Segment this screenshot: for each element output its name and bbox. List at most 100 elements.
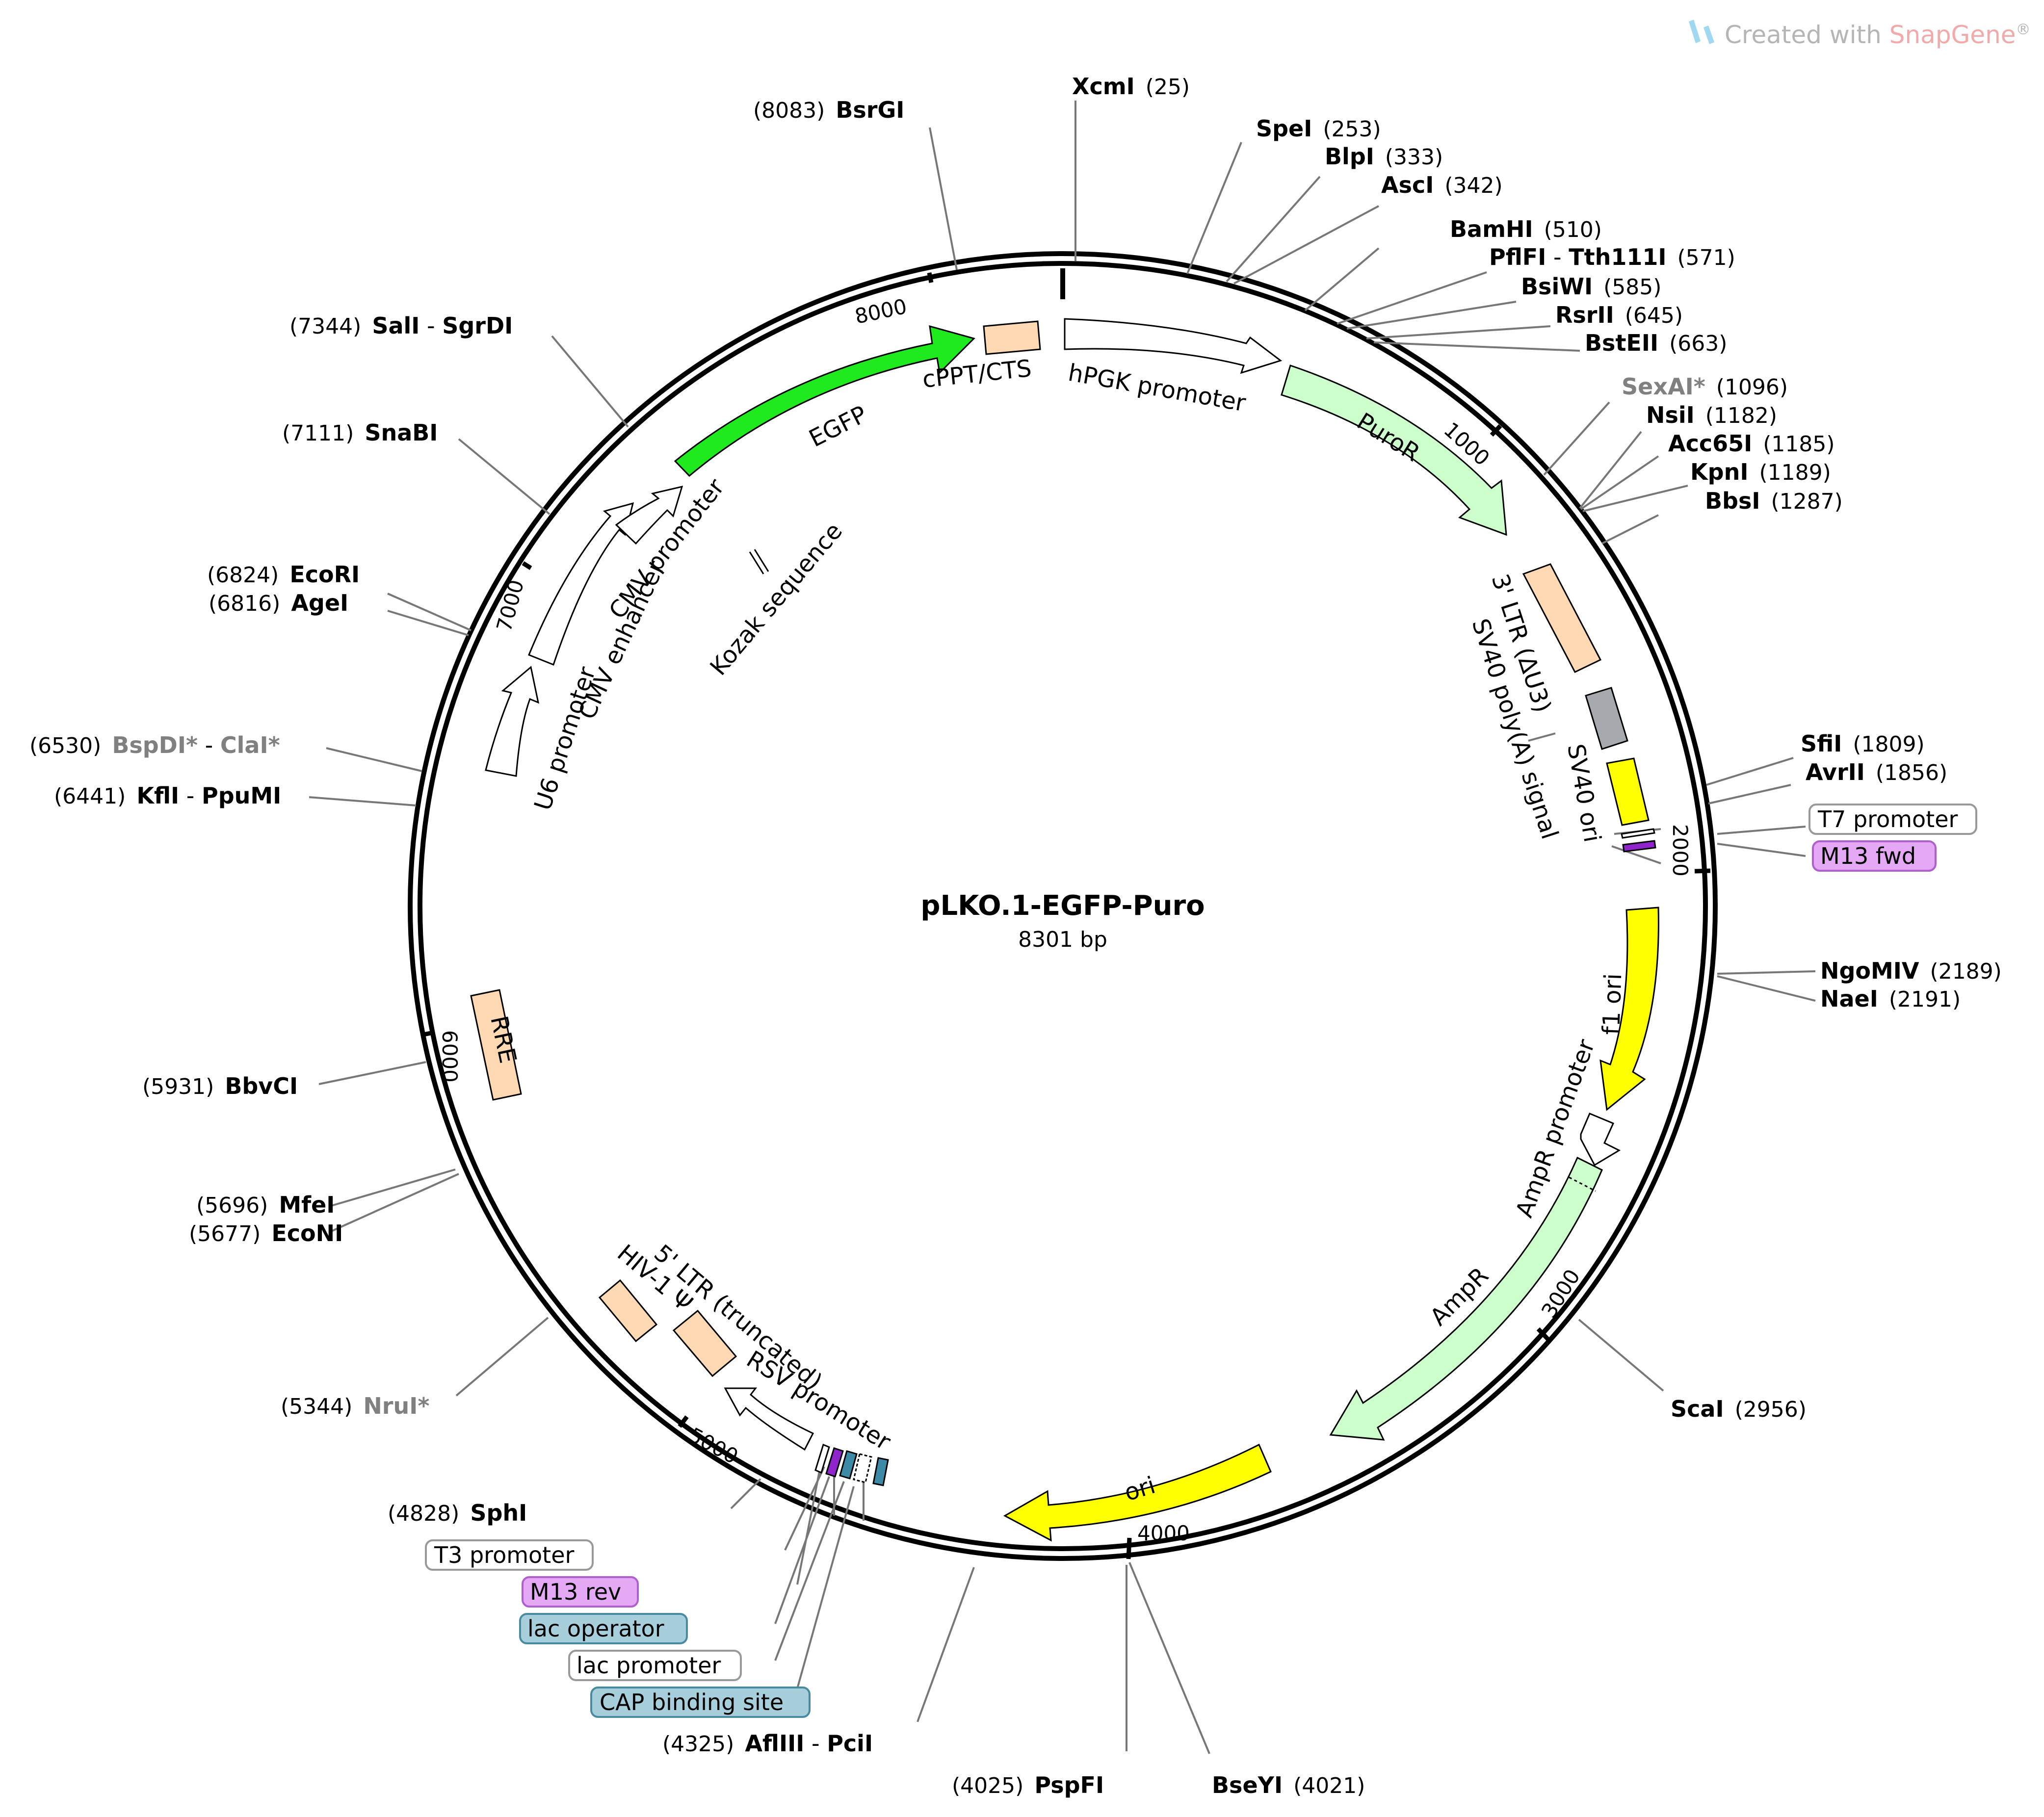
box-m13rev-label: M13 rev [530, 1579, 621, 1605]
watermark-prefix: Created with [1725, 21, 1889, 49]
enzyme-label: (5677)EcoNI [189, 1220, 343, 1246]
enzyme-label: (5344)NruI* [281, 1393, 429, 1419]
watermark-suffix: ® [2016, 21, 2031, 38]
enzyme-label: NaeI(2191) [1820, 986, 1961, 1012]
enzyme-label: (6441)KflI - PpuMI [54, 782, 281, 809]
snapgene-logo-icon [1689, 20, 1714, 44]
feature-u6 [485, 666, 540, 777]
enzyme-label: (4828)SphI [388, 1500, 527, 1526]
feature-hpgk [1064, 318, 1283, 374]
enzyme-label: BseYI(4021) [1212, 1772, 1365, 1798]
enzyme-label: (7344)SalI - SgrDI [289, 312, 513, 339]
enzyme-label: (8083)BsrGI [753, 97, 904, 123]
label-kozak: Kozak sequence [705, 518, 848, 681]
box-m13rev [522, 1576, 639, 1608]
box-cap-label: CAP binding site [600, 1689, 784, 1715]
box-m13fwd [1812, 840, 1937, 872]
feature-t7-mark [1621, 828, 1655, 839]
tick-5000 [678, 1415, 689, 1428]
feature-kozak [749, 551, 764, 574]
feature-sv40-polya [1585, 687, 1628, 750]
enzyme-label: (4025)PspFI [952, 1772, 1104, 1798]
box-t3-label: T3 promoter [434, 1542, 575, 1568]
feature-puro [1281, 364, 1507, 536]
primer-boxes: T7 promoter M13 fwd T3 promoter M13 rev … [425, 804, 1977, 1718]
feature-m13fwd-mark [1622, 840, 1656, 853]
box-lac-operator [519, 1613, 688, 1644]
tick-label-8000: 8000 [853, 294, 909, 329]
box-t7-label: T7 promoter [1817, 806, 1958, 832]
enzyme-label: Acc65I(1185) [1668, 430, 1835, 457]
enzyme-label: XcmI(25) [1072, 73, 1190, 100]
tick-label-5000: 5000 [684, 1423, 742, 1469]
enzyme-label: SfiI(1809) [1801, 730, 1925, 757]
ampr-dotted-divider [1569, 1176, 1596, 1192]
feature-5ltr [672, 1309, 737, 1377]
tick-label-7000: 7000 [492, 577, 528, 634]
plasmid-size: 8301 bp [1018, 927, 1107, 952]
tick-3000 [1536, 1327, 1550, 1341]
enzyme-label: (6816)AgeI [209, 590, 348, 616]
feature-rsv [724, 1387, 814, 1451]
enzyme-label: (5931)BbvCI [142, 1073, 298, 1099]
feature-ori [1003, 1443, 1272, 1542]
feature-kozak-b [754, 549, 769, 572]
label-hpgk: hPGK promoter [1066, 359, 1248, 417]
feature-ampr [1329, 1156, 1603, 1441]
enzyme-label: NsiI(1182) [1646, 402, 1777, 428]
enzyme-label: PflFI - Tth111I(571) [1489, 244, 1735, 270]
label-rsv: RSV promoter [742, 1346, 896, 1456]
feature-f1ori [1599, 907, 1659, 1111]
feature-lacop-mark [839, 1450, 858, 1480]
watermark-brand: SnapGene [1889, 21, 2016, 49]
tick-4000 [1126, 1537, 1132, 1559]
box-lac-promoter-label: lac promoter [577, 1652, 721, 1679]
leader-lines [309, 101, 1816, 1754]
enzyme-label: SexAI*(1096) [1622, 373, 1788, 400]
enzyme-label: NgoMIV(2189) [1820, 958, 2002, 984]
features [470, 318, 1659, 1542]
enzyme-label: BamHI(510) [1450, 216, 1602, 242]
enzyme-label: BstEII(663) [1585, 330, 1727, 356]
feature-egfp [674, 325, 975, 477]
enzyme-label: (7111)SnaBI [282, 419, 438, 446]
feature-sv40-ori [1606, 757, 1650, 826]
svg-text:Created with SnapGene®: Created with SnapGene® [1725, 21, 2031, 49]
feature-m13rev-mark [825, 1447, 844, 1478]
enzyme-labels: XcmI(25) SpeI(253) BlpI(333) AscI(342) B… [29, 73, 2002, 1798]
label-5ltr: 5' LTR (truncated) [649, 1239, 827, 1395]
box-t3 [425, 1539, 594, 1571]
feature-t3-mark [814, 1443, 830, 1474]
enzyme-label: RsrII(645) [1555, 302, 1683, 328]
box-t7 [1808, 804, 1977, 835]
enzyme-label: ScaI(2956) [1671, 1396, 1807, 1422]
tick-8000 [927, 272, 934, 283]
feature-3ltr [1522, 563, 1602, 673]
box-lac-operator-label: lac operator [527, 1615, 664, 1642]
snapgene-watermark: Created with SnapGene® [1689, 20, 2031, 49]
tick-6000 [420, 1031, 431, 1038]
box-m13fwd-label: M13 fwd [1820, 843, 1916, 869]
enzyme-label: AscI(342) [1381, 172, 1503, 198]
plasmid-name: pLKO.1-EGFP-Puro [920, 890, 1205, 922]
feature-hiv-psi [598, 1279, 658, 1343]
tick-1000 [1490, 424, 1502, 437]
feature-rre [470, 989, 522, 1101]
enzyme-label: (4325)AflIII - PciI [662, 1730, 873, 1757]
backbone-inner [418, 261, 1708, 1551]
label-f1ori: f1 ori [1598, 973, 1627, 1035]
enzyme-label: SpeI(253) [1256, 115, 1381, 142]
enzyme-label: BlpI(333) [1325, 143, 1443, 170]
label-egfp: EGFP [805, 400, 871, 452]
tick-label-2000: 2000 [1668, 824, 1692, 877]
tick-label-6000: 6000 [438, 1030, 462, 1083]
feature-cmv-promoter [615, 485, 683, 545]
enzyme-label: BsiWI(585) [1521, 273, 1661, 300]
feature-cppt [983, 320, 1041, 355]
enzyme-label: BbsI(1287) [1705, 488, 1843, 514]
label-sv40-ori: SV40 ori [1562, 742, 1606, 844]
tick-label-4000: 4000 [1137, 1521, 1190, 1545]
enzyme-label: (5696)MfeI [196, 1192, 335, 1218]
backbone [408, 251, 1718, 1561]
